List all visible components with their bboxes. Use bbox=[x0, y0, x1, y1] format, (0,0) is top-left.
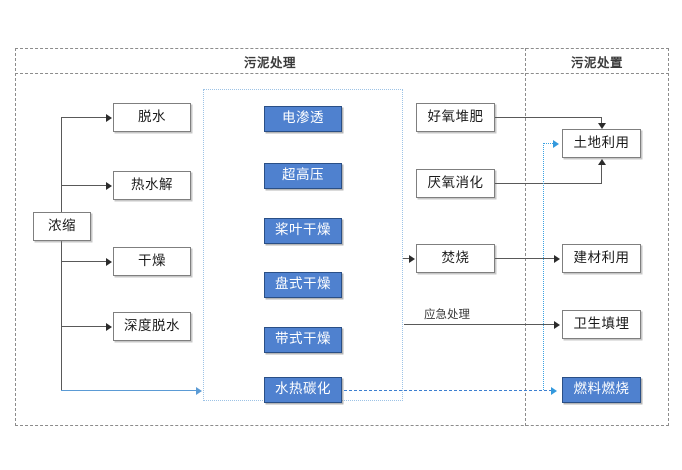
node-paddle-drying-label: 桨叶干燥 bbox=[275, 222, 331, 239]
node-aerobic-composting[interactable]: 好氧堆肥 bbox=[416, 103, 495, 132]
node-hydrothermal-carbonization[interactable]: 水热碳化 bbox=[264, 377, 342, 403]
arrowhead-thermal-hydrolysis bbox=[106, 181, 112, 190]
node-land-application-label: 土地利用 bbox=[573, 134, 630, 151]
node-fuel-combustion[interactable]: 燃料燃烧 bbox=[562, 377, 641, 403]
node-electroosmosis-label: 电渗透 bbox=[282, 110, 324, 127]
connector-emergency-to-landfill bbox=[404, 324, 556, 326]
node-thickening-label: 浓缩 bbox=[48, 217, 76, 234]
dotted-branch-vertical-to-land bbox=[543, 143, 544, 390]
connector-trunk-to-technology-panel bbox=[61, 390, 197, 392]
connector-thicken-to-thermal-hydrolysis bbox=[61, 185, 107, 187]
node-thermal-hydrolysis[interactable]: 热水解 bbox=[113, 171, 191, 200]
connector-aerobic-to-land-v bbox=[601, 117, 603, 125]
node-land-application[interactable]: 土地利用 bbox=[562, 129, 641, 158]
connector-thicken-to-drying bbox=[61, 261, 107, 263]
arrowhead-land-application-top bbox=[597, 123, 606, 129]
node-hydrothermal-carbonization-label: 水热碳化 bbox=[275, 381, 331, 398]
node-building-material-use[interactable]: 建材利用 bbox=[562, 244, 641, 273]
node-ultra-high-pressure[interactable]: 超高压 bbox=[264, 163, 342, 189]
node-fuel-combustion-label: 燃料燃烧 bbox=[573, 381, 630, 398]
node-anaerobic-digestion[interactable]: 厌氧消化 bbox=[416, 169, 495, 198]
connector-incineration-to-building-material bbox=[495, 258, 556, 260]
node-incineration[interactable]: 焚烧 bbox=[416, 244, 495, 273]
arrowhead-land-application-dotted bbox=[553, 139, 559, 148]
arrowhead-drying bbox=[106, 257, 112, 266]
connector-thicken-to-deep-dewatering bbox=[61, 326, 107, 328]
arrowhead-sanitary-landfill bbox=[554, 320, 560, 329]
node-aerobic-composting-label: 好氧堆肥 bbox=[427, 108, 484, 125]
arrowhead-building-material-use bbox=[554, 254, 560, 263]
section-vertical-divider bbox=[525, 48, 526, 426]
node-building-material-use-label: 建材利用 bbox=[573, 249, 630, 266]
arrowhead-deep-dewatering bbox=[106, 322, 112, 331]
connector-anaerobic-to-land-h bbox=[495, 183, 602, 185]
node-deep-dewatering-label: 深度脱水 bbox=[124, 317, 180, 334]
node-anaerobic-digestion-label: 厌氧消化 bbox=[427, 174, 484, 191]
node-deep-dewatering[interactable]: 深度脱水 bbox=[113, 312, 191, 341]
node-drying[interactable]: 干燥 bbox=[113, 247, 191, 276]
arrowhead-incineration bbox=[409, 254, 415, 263]
edge-label-emergency-treatment: 应急处理 bbox=[424, 307, 470, 321]
arrowhead-fuel-combustion bbox=[551, 386, 557, 395]
node-sanitary-landfill-label: 卫生填埋 bbox=[573, 315, 630, 332]
connector-thicken-to-dewater bbox=[61, 117, 107, 119]
arrowhead-technology-panel bbox=[196, 386, 202, 395]
trunk-vertical-line bbox=[61, 117, 63, 391]
arrowhead-land-application-bottom bbox=[597, 159, 606, 165]
connector-anaerobic-to-land-v bbox=[601, 165, 603, 184]
node-ultra-high-pressure-label: 超高压 bbox=[282, 167, 324, 184]
dotted-hydrothermal-to-fuel bbox=[344, 390, 552, 391]
node-dewatering[interactable]: 脱水 bbox=[113, 103, 191, 132]
node-disc-drying-label: 盘式干燥 bbox=[275, 276, 331, 293]
arrowhead-dewater bbox=[106, 113, 112, 122]
header-divider bbox=[15, 73, 669, 74]
node-incineration-label: 焚烧 bbox=[441, 249, 470, 266]
connector-panel-to-incineration bbox=[403, 258, 411, 260]
section-title-treatment: 污泥处理 bbox=[243, 55, 296, 70]
node-paddle-drying[interactable]: 桨叶干燥 bbox=[264, 218, 342, 244]
dotted-branch-into-land bbox=[543, 143, 555, 144]
node-disc-drying[interactable]: 盘式干燥 bbox=[264, 272, 342, 298]
node-thickening[interactable]: 浓缩 bbox=[33, 212, 91, 241]
node-belt-drying-label: 带式干燥 bbox=[275, 331, 331, 348]
node-electroosmosis[interactable]: 电渗透 bbox=[264, 106, 342, 132]
node-thermal-hydrolysis-label: 热水解 bbox=[131, 176, 173, 193]
outer-dashed-frame bbox=[15, 48, 669, 426]
node-belt-drying[interactable]: 带式干燥 bbox=[264, 327, 342, 353]
section-title-disposal: 污泥处置 bbox=[570, 55, 623, 70]
node-dewatering-label: 脱水 bbox=[138, 108, 166, 125]
inner-technology-panel bbox=[203, 89, 403, 401]
node-drying-label: 干燥 bbox=[138, 252, 166, 269]
node-sanitary-landfill[interactable]: 卫生填埋 bbox=[562, 310, 641, 339]
connector-aerobic-to-land-h bbox=[495, 117, 602, 119]
